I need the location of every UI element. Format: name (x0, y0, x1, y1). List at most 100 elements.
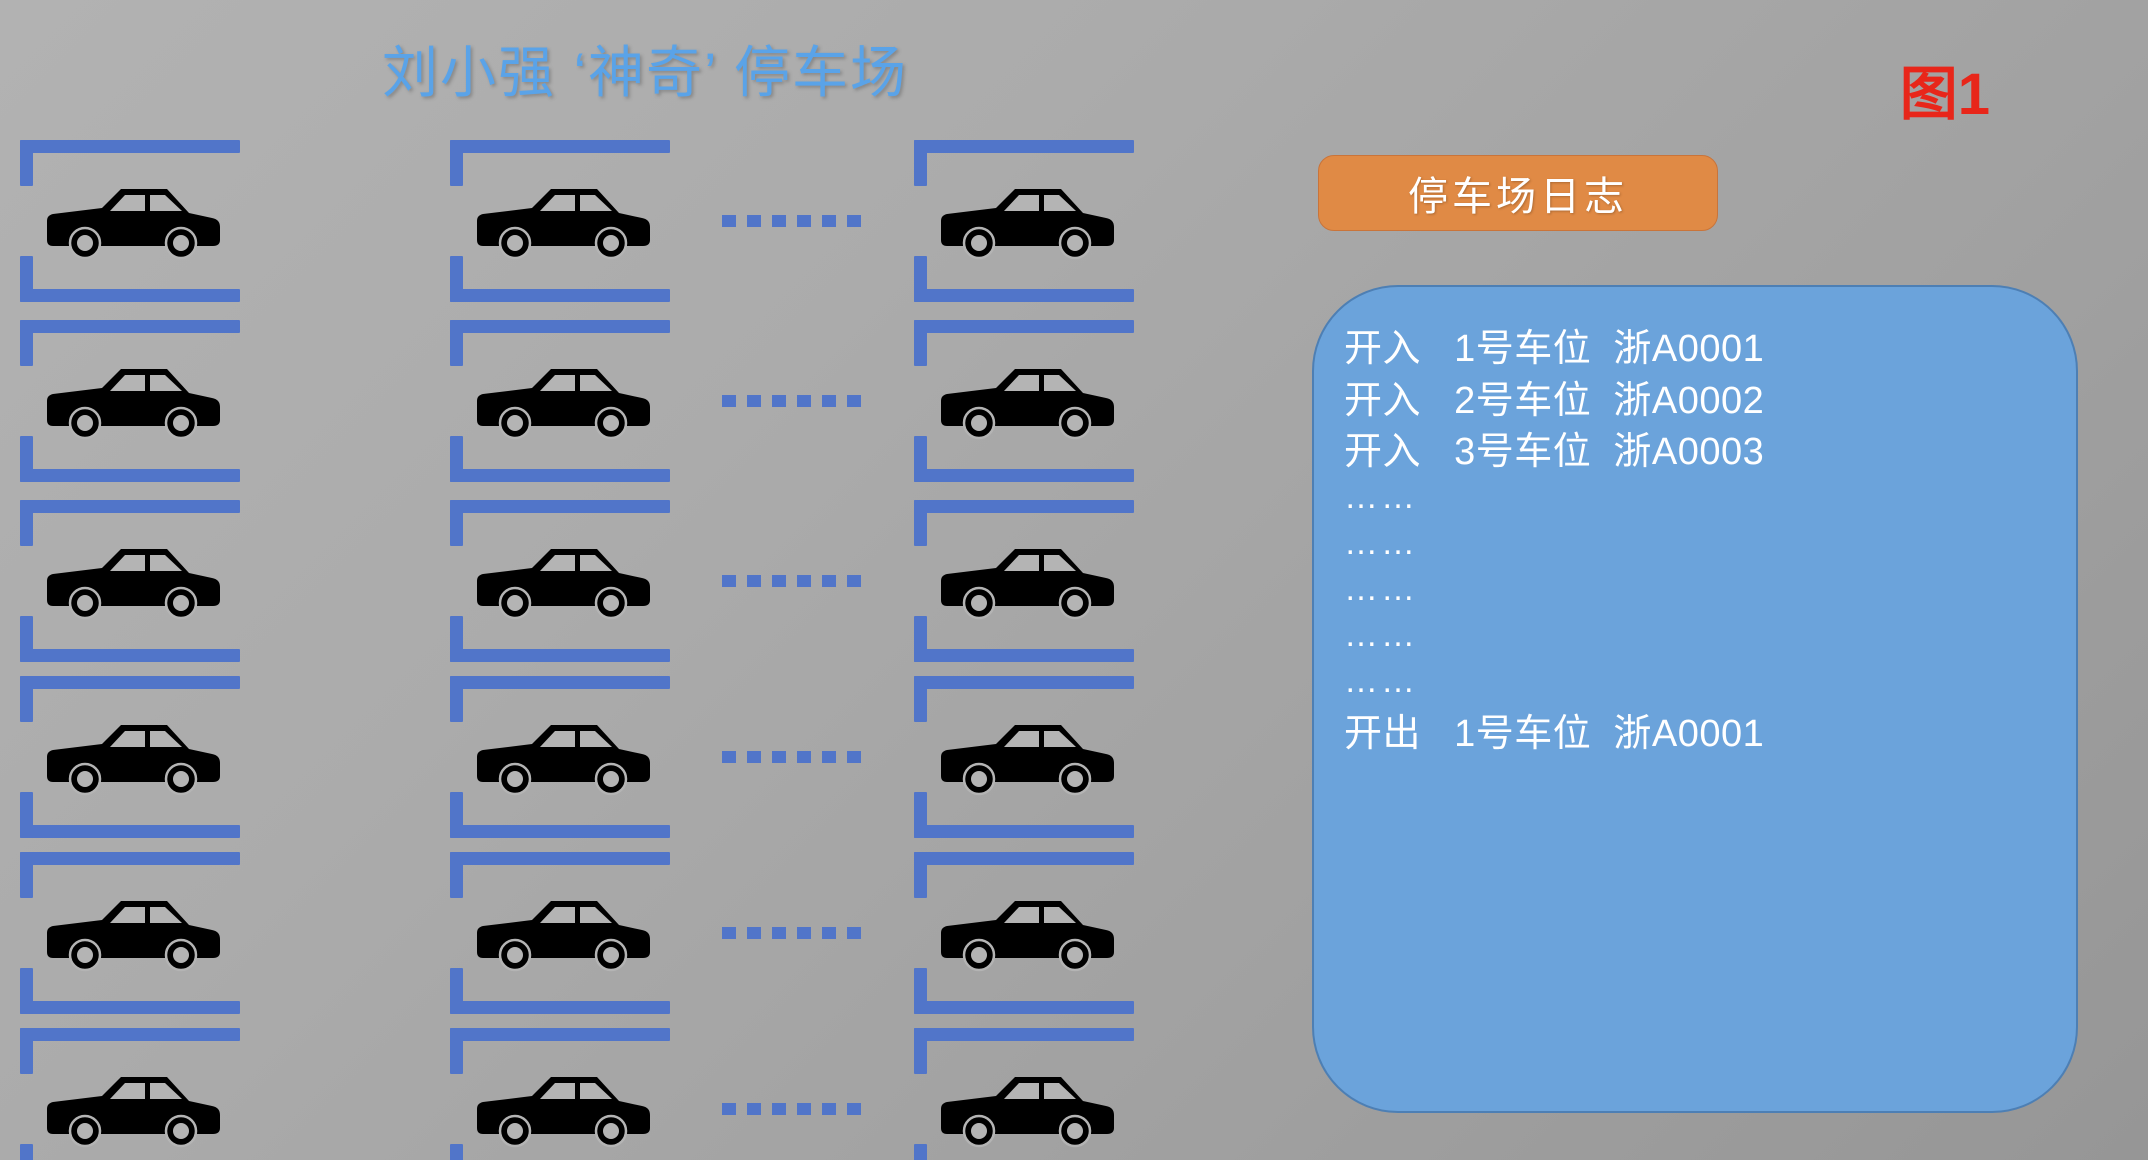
stall-line-top-bar (450, 320, 670, 333)
ellipsis-dot (747, 751, 761, 763)
stall-line-bottom-bar (450, 289, 670, 302)
ellipsis-dot (847, 1103, 861, 1115)
parking-stall[interactable] (438, 676, 670, 838)
parking-stall[interactable] (902, 320, 1134, 482)
stall-line-top (438, 500, 670, 546)
parking-stall[interactable] (8, 500, 240, 662)
stall-line-top (902, 320, 1134, 366)
stall-line-bottom-stub (450, 436, 463, 482)
stall-line-bottom-stub (450, 1144, 463, 1160)
parking-stall[interactable] (8, 320, 240, 482)
stall-line-bottom (902, 616, 1134, 662)
stall-line-top-bar (450, 1028, 670, 1041)
parking-stall[interactable] (902, 500, 1134, 662)
parking-stall[interactable] (8, 1028, 240, 1160)
stall-line-bottom-stub (450, 792, 463, 838)
stall-line-top-bar (20, 676, 240, 689)
parking-stall[interactable] (8, 140, 240, 302)
ellipsis-dot (747, 215, 761, 227)
stall-line-top (902, 500, 1134, 546)
parking-stall[interactable] (438, 500, 670, 662)
car-side-icon (46, 362, 221, 440)
ellipsis-dot (797, 927, 811, 939)
stall-line-top (8, 500, 240, 546)
stall-line-top (8, 852, 240, 898)
stall-line-bottom-stub (20, 436, 33, 482)
stall-line-bottom-bar (450, 469, 670, 482)
parking-stall[interactable] (902, 140, 1134, 302)
parking-stall[interactable] (8, 852, 240, 1014)
stall-line-bottom-bar (20, 649, 240, 662)
stall-line-top-stub (450, 140, 463, 186)
ellipsis-dot (822, 215, 836, 227)
stall-line-top (8, 1028, 240, 1074)
ellipsis-dot (772, 927, 786, 939)
parking-stall[interactable] (902, 676, 1134, 838)
column-ellipsis (722, 215, 861, 227)
stall-line-bottom-bar (914, 469, 1134, 482)
stall-line-top-bar (20, 320, 240, 333)
parking-stall[interactable] (438, 1028, 670, 1160)
stall-line-top (438, 1028, 670, 1074)
ellipsis-dot (747, 927, 761, 939)
stall-line-top-stub (914, 320, 927, 366)
ellipsis-dot (822, 395, 836, 407)
ellipsis-dot (772, 751, 786, 763)
car-side-icon (46, 1070, 221, 1148)
stall-line-bottom-bar (20, 1001, 240, 1014)
parking-stall[interactable] (902, 1028, 1134, 1160)
stall-line-bottom (902, 436, 1134, 482)
log-ellipsis-line: …… (1344, 523, 1418, 562)
log-ellipsis-line: …… (1344, 477, 1418, 516)
stall-line-top-bar (450, 676, 670, 689)
stall-line-top (8, 140, 240, 186)
parking-stall[interactable] (438, 140, 670, 302)
stall-line-bottom (438, 436, 670, 482)
stall-line-top-stub (450, 852, 463, 898)
parking-stall[interactable] (902, 852, 1134, 1014)
ellipsis-dot (722, 927, 736, 939)
stall-line-top (8, 676, 240, 722)
stall-line-bottom-bar (450, 1001, 670, 1014)
car-side-icon (476, 542, 651, 620)
parking-stall[interactable] (438, 852, 670, 1014)
log-ellipsis-line: …… (1344, 661, 1418, 700)
ellipsis-dot (797, 575, 811, 587)
stall-line-top-stub (914, 1028, 927, 1074)
stall-line-top-bar (450, 500, 670, 513)
car-side-icon (940, 718, 1115, 796)
ellipsis-dot (822, 575, 836, 587)
log-ellipsis-line: …… (1344, 569, 1418, 608)
stall-line-top (902, 852, 1134, 898)
ellipsis-dot (747, 1103, 761, 1115)
stall-line-bottom (438, 792, 670, 838)
parking-stall[interactable] (8, 676, 240, 838)
stall-line-bottom-stub (914, 616, 927, 662)
stall-line-bottom (8, 1144, 240, 1160)
stall-line-bottom-bar (914, 825, 1134, 838)
stall-line-bottom-stub (914, 256, 927, 302)
car-side-icon (476, 1070, 651, 1148)
stall-line-top-stub (450, 676, 463, 722)
stall-line-bottom-bar (914, 1001, 1134, 1014)
stall-line-top-bar (914, 676, 1134, 689)
ellipsis-dot (797, 215, 811, 227)
stall-line-top-stub (450, 1028, 463, 1074)
column-ellipsis (722, 395, 861, 407)
ellipsis-dot (847, 751, 861, 763)
log-entry-line: 开入 3号车位 浙A0003 (1344, 431, 1765, 474)
parking-log-button[interactable]: 停车场日志 (1318, 155, 1718, 231)
ellipsis-dot (847, 927, 861, 939)
stall-line-bottom (8, 256, 240, 302)
ellipsis-dot (722, 575, 736, 587)
car-side-icon (46, 718, 221, 796)
stall-line-top-stub (914, 852, 927, 898)
stall-line-top (438, 676, 670, 722)
stall-line-top (438, 852, 670, 898)
parking-stall[interactable] (438, 320, 670, 482)
stall-line-top-stub (20, 852, 33, 898)
log-entry-line: 开出 1号车位 浙A0001 (1344, 713, 1765, 756)
